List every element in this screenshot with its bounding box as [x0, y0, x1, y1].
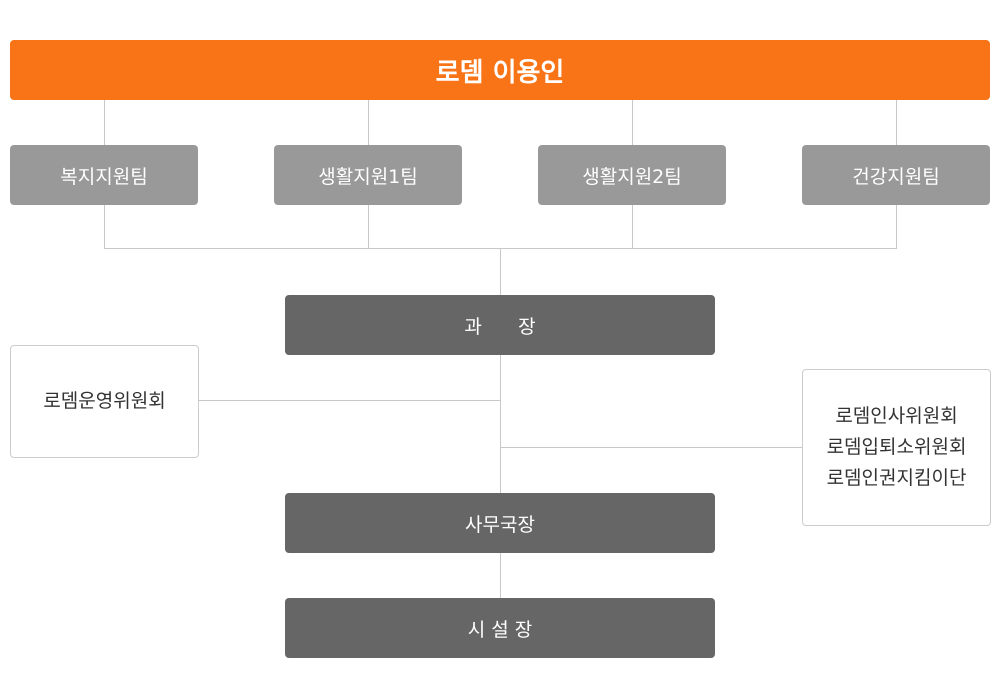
- connector-secretary-facility: [500, 553, 501, 598]
- connector-left-committee: [198, 400, 500, 401]
- node-team-4: 건강지원팀: [802, 145, 990, 205]
- connector-bus-manager: [500, 248, 501, 295]
- node-top: 로뎀 이용인: [10, 40, 990, 100]
- node-manager: 과 장: [285, 295, 715, 355]
- node-right-committees: 로뎀인사위원회 로뎀입퇴소위원회 로뎀인권지킴이단: [802, 369, 991, 526]
- connector-right-committees: [500, 447, 802, 448]
- connector-top-team-1: [104, 100, 105, 145]
- node-secretary-general: 사무국장: [285, 493, 715, 553]
- node-left-committee: 로뎀운영위원회: [10, 345, 199, 458]
- committee-admission: 로뎀입퇴소위원회: [826, 436, 967, 458]
- committee-personnel: 로뎀인사위원회: [835, 405, 958, 427]
- connector-top-team-4: [896, 100, 897, 145]
- connector-top-team-3: [632, 100, 633, 145]
- node-team-1: 복지지원팀: [10, 145, 198, 205]
- connector-team-2-bus: [368, 205, 369, 249]
- committee-human-rights: 로뎀인권지킴이단: [826, 467, 967, 489]
- connector-team-4-bus: [896, 205, 897, 249]
- connector-team-1-bus: [104, 205, 105, 249]
- node-facility-head: 시 설 장: [285, 598, 715, 658]
- connector-manager-secretary: [500, 355, 501, 493]
- connector-top-team-2: [368, 100, 369, 145]
- connector-team-3-bus: [632, 205, 633, 249]
- node-team-3: 생활지원2팀: [538, 145, 726, 205]
- node-team-2: 생활지원1팀: [274, 145, 462, 205]
